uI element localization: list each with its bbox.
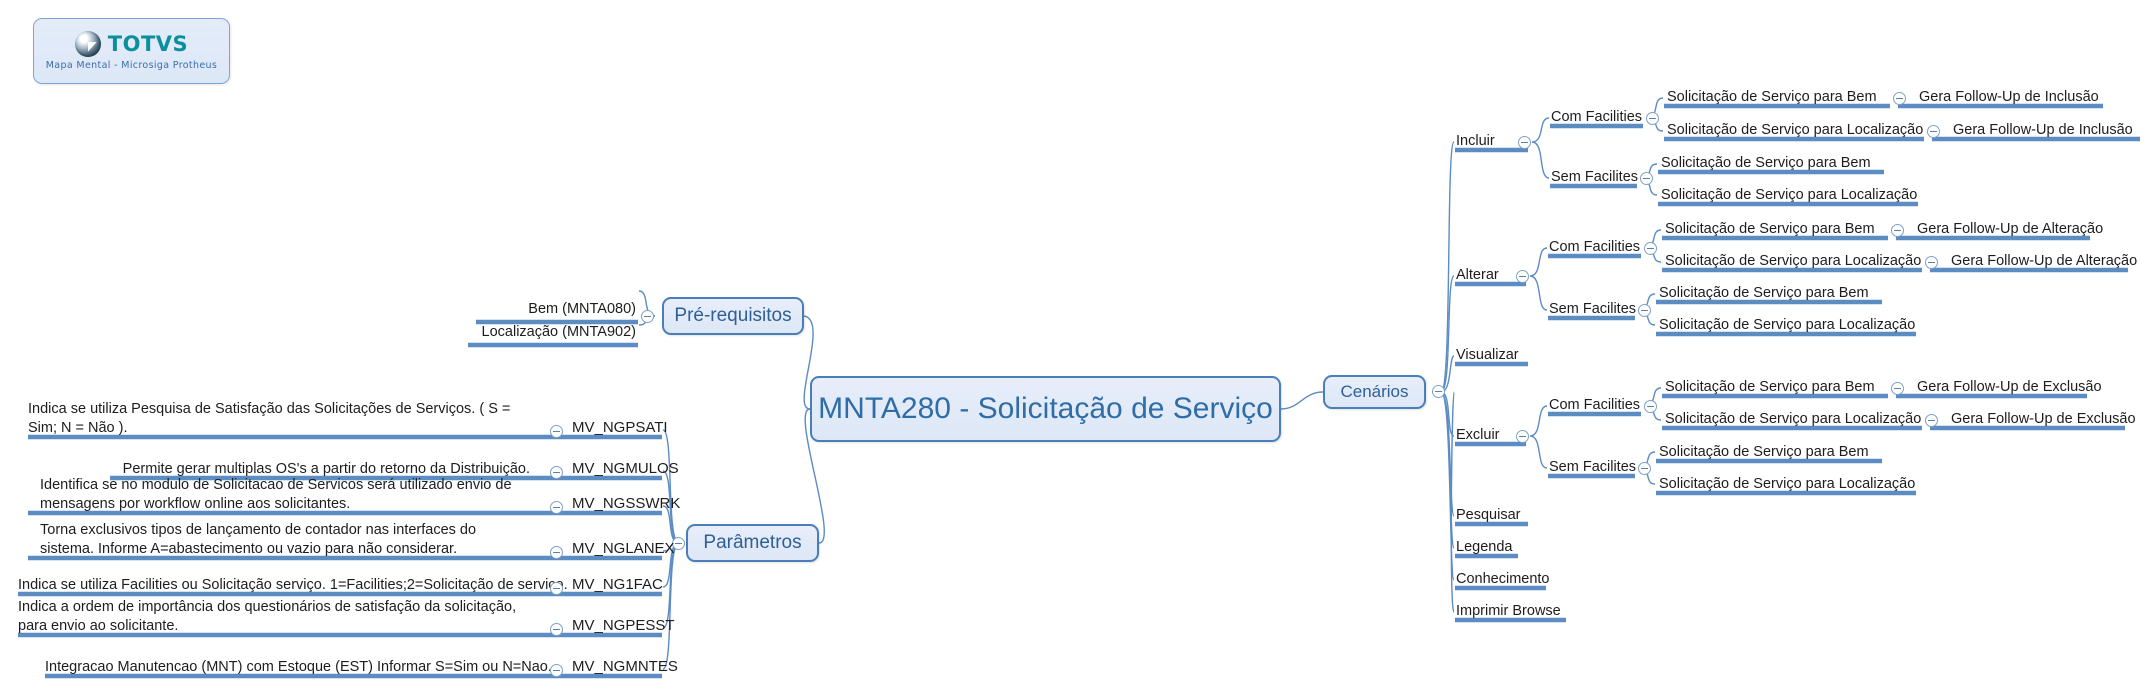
node-pre-requisitos[interactable]: Pré-requisitos — [662, 297, 804, 335]
logo-caption: Mapa Mental - Microsiga Protheus — [45, 60, 218, 71]
toggle-param-1[interactable] — [550, 466, 563, 479]
group-excluir-com-facilities[interactable]: Com Facilities — [1549, 397, 1641, 413]
param-name-0[interactable]: MV_NGPSATI — [572, 419, 668, 436]
toggle-param-5[interactable] — [550, 623, 563, 636]
toggle-alterar-cf-bem[interactable] — [1891, 224, 1904, 237]
cenario-visualizar[interactable]: Visualizar — [1456, 347, 1519, 363]
param-desc-6[interactable]: Integracao Manutencao (MNT) com Estoque … — [45, 659, 552, 675]
toggle-incluir-cf-bem[interactable] — [1893, 92, 1906, 105]
toggle-alterar-sem-facilites[interactable] — [1638, 304, 1651, 317]
toggle-pre-requisitos[interactable] — [641, 310, 654, 323]
cenario-alterar[interactable]: Alterar — [1456, 267, 1499, 283]
child-incluir-cf-bem-followup[interactable]: Gera Follow-Up de Inclusão — [1919, 89, 2099, 105]
logo-row: TOTVS — [74, 31, 189, 57]
cenario-incluir[interactable]: Incluir — [1456, 133, 1495, 149]
brand-name: TOTVS — [107, 32, 189, 56]
child-excluir-cf-bem-followup[interactable]: Gera Follow-Up de Exclusão — [1917, 379, 2102, 395]
param-name-6[interactable]: MV_NGMNTES — [572, 658, 678, 675]
item-incluir-cf-bem[interactable]: Solicitação de Serviço para Bem — [1667, 89, 1877, 105]
toggle-incluir[interactable] — [1518, 136, 1531, 149]
param-desc-0[interactable]: Indica se utiliza Pesquisa de Satisfação… — [28, 401, 511, 436]
child-alterar-cf-bem-followup[interactable]: Gera Follow-Up de Alteração — [1917, 221, 2104, 237]
param-name-1[interactable]: MV_NGMULOS — [572, 460, 679, 477]
toggle-excluir-cf-bem[interactable] — [1891, 382, 1904, 395]
logo-panel: TOTVS Mapa Mental - Microsiga Protheus — [33, 18, 230, 84]
toggle-param-0[interactable] — [550, 425, 563, 438]
child-incluir-cf-localizacao-followup[interactable]: Gera Follow-Up de Inclusão — [1953, 122, 2133, 138]
totvs-sphere-icon — [74, 31, 101, 57]
item-alterar-sf-localizacao[interactable]: Solicitação de Serviço para Localização — [1659, 317, 1916, 333]
item-excluir-sf-bem[interactable]: Solicitação de Serviço para Bem — [1659, 444, 1869, 460]
group-incluir-sem-facilites[interactable]: Sem Facilites — [1551, 169, 1639, 185]
cenario-pesquisar[interactable]: Pesquisar — [1456, 507, 1521, 523]
param-desc-5[interactable]: Indica a ordem de importância dos questi… — [18, 599, 517, 634]
item-excluir-sf-localizacao[interactable]: Solicitação de Serviço para Localização — [1659, 476, 1916, 492]
toggle-alterar-com-facilities[interactable] — [1644, 242, 1657, 255]
item-alterar-cf-bem[interactable]: Solicitação de Serviço para Bem — [1665, 221, 1875, 237]
cenario-excluir[interactable]: Excluir — [1456, 427, 1500, 443]
toggle-parametros[interactable] — [672, 537, 685, 550]
toggle-excluir-sem-facilites[interactable] — [1638, 462, 1651, 475]
toggle-param-4[interactable] — [550, 582, 563, 595]
child-alterar-cf-localizacao-followup[interactable]: Gera Follow-Up de Alteração — [1951, 253, 2138, 269]
item-alterar-cf-localizacao[interactable]: Solicitação de Serviço para Localização — [1665, 253, 1922, 269]
toggle-excluir-com-facilities[interactable] — [1644, 400, 1657, 413]
toggle-incluir-com-facilities[interactable] — [1646, 112, 1659, 125]
toggle-excluir[interactable] — [1516, 430, 1529, 443]
group-excluir-sem-facilites[interactable]: Sem Facilites — [1549, 459, 1637, 475]
item-excluir-cf-localizacao[interactable]: Solicitação de Serviço para Localização — [1665, 411, 1922, 427]
param-name-5[interactable]: MV_NGPESST — [572, 617, 675, 634]
param-desc-2[interactable]: Identifica se no modulo de Solicitacao d… — [40, 477, 512, 512]
toggle-param-6[interactable] — [550, 664, 563, 677]
param-name-2[interactable]: MV_NGSSWRK — [572, 495, 681, 512]
toggle-param-3[interactable] — [550, 546, 563, 559]
prereq-item-localizacao[interactable]: Localização (MNTA902) — [481, 324, 636, 340]
toggle-incluir-sem-facilites[interactable] — [1640, 172, 1653, 185]
toggle-alterar-cf-localizacao[interactable] — [1925, 256, 1938, 269]
param-desc-1[interactable]: Permite gerar multiplas OS's a partir do… — [122, 461, 530, 477]
param-name-4[interactable]: MV_NG1FAC — [572, 576, 663, 593]
cenario-legenda[interactable]: Legenda — [1456, 539, 1513, 555]
toggle-alterar[interactable] — [1516, 270, 1529, 283]
node-parametros[interactable]: Parâmetros — [686, 524, 819, 562]
center-node[interactable]: MNTA280 - Solicitação de Serviço — [810, 376, 1281, 442]
item-excluir-cf-bem[interactable]: Solicitação de Serviço para Bem — [1665, 379, 1875, 395]
child-excluir-cf-localizacao-followup[interactable]: Gera Follow-Up de Exclusão — [1951, 411, 2136, 427]
item-alterar-sf-bem[interactable]: Solicitação de Serviço para Bem — [1659, 285, 1869, 301]
item-incluir-sf-bem[interactable]: Solicitação de Serviço para Bem — [1661, 155, 1871, 171]
toggle-param-2[interactable] — [550, 501, 563, 514]
group-alterar-com-facilities[interactable]: Com Facilities — [1549, 239, 1641, 255]
prereq-item-bem[interactable]: Bem (MNTA080) — [528, 301, 636, 317]
group-alterar-sem-facilites[interactable]: Sem Facilites — [1549, 301, 1637, 317]
param-name-3[interactable]: MV_NGLANEX — [572, 540, 675, 557]
param-desc-4[interactable]: Indica se utiliza Facilities ou Solicita… — [18, 577, 568, 593]
item-incluir-cf-localizacao[interactable]: Solicitação de Serviço para Localização — [1667, 122, 1924, 138]
cenario-conhecimento[interactable]: Conhecimento — [1456, 571, 1550, 587]
toggle-cenarios[interactable] — [1432, 385, 1445, 398]
node-cenarios[interactable]: Cenários — [1323, 375, 1426, 409]
cenario-imprimir-browse[interactable]: Imprimir Browse — [1456, 603, 1561, 619]
param-desc-3[interactable]: Torna exclusivos tipos de lançamento de … — [40, 522, 477, 557]
toggle-excluir-cf-localizacao[interactable] — [1925, 414, 1938, 427]
group-incluir-com-facilities[interactable]: Com Facilities — [1551, 109, 1643, 125]
toggle-incluir-cf-localizacao[interactable] — [1927, 125, 1940, 138]
item-incluir-sf-localizacao[interactable]: Solicitação de Serviço para Localização — [1661, 187, 1918, 203]
